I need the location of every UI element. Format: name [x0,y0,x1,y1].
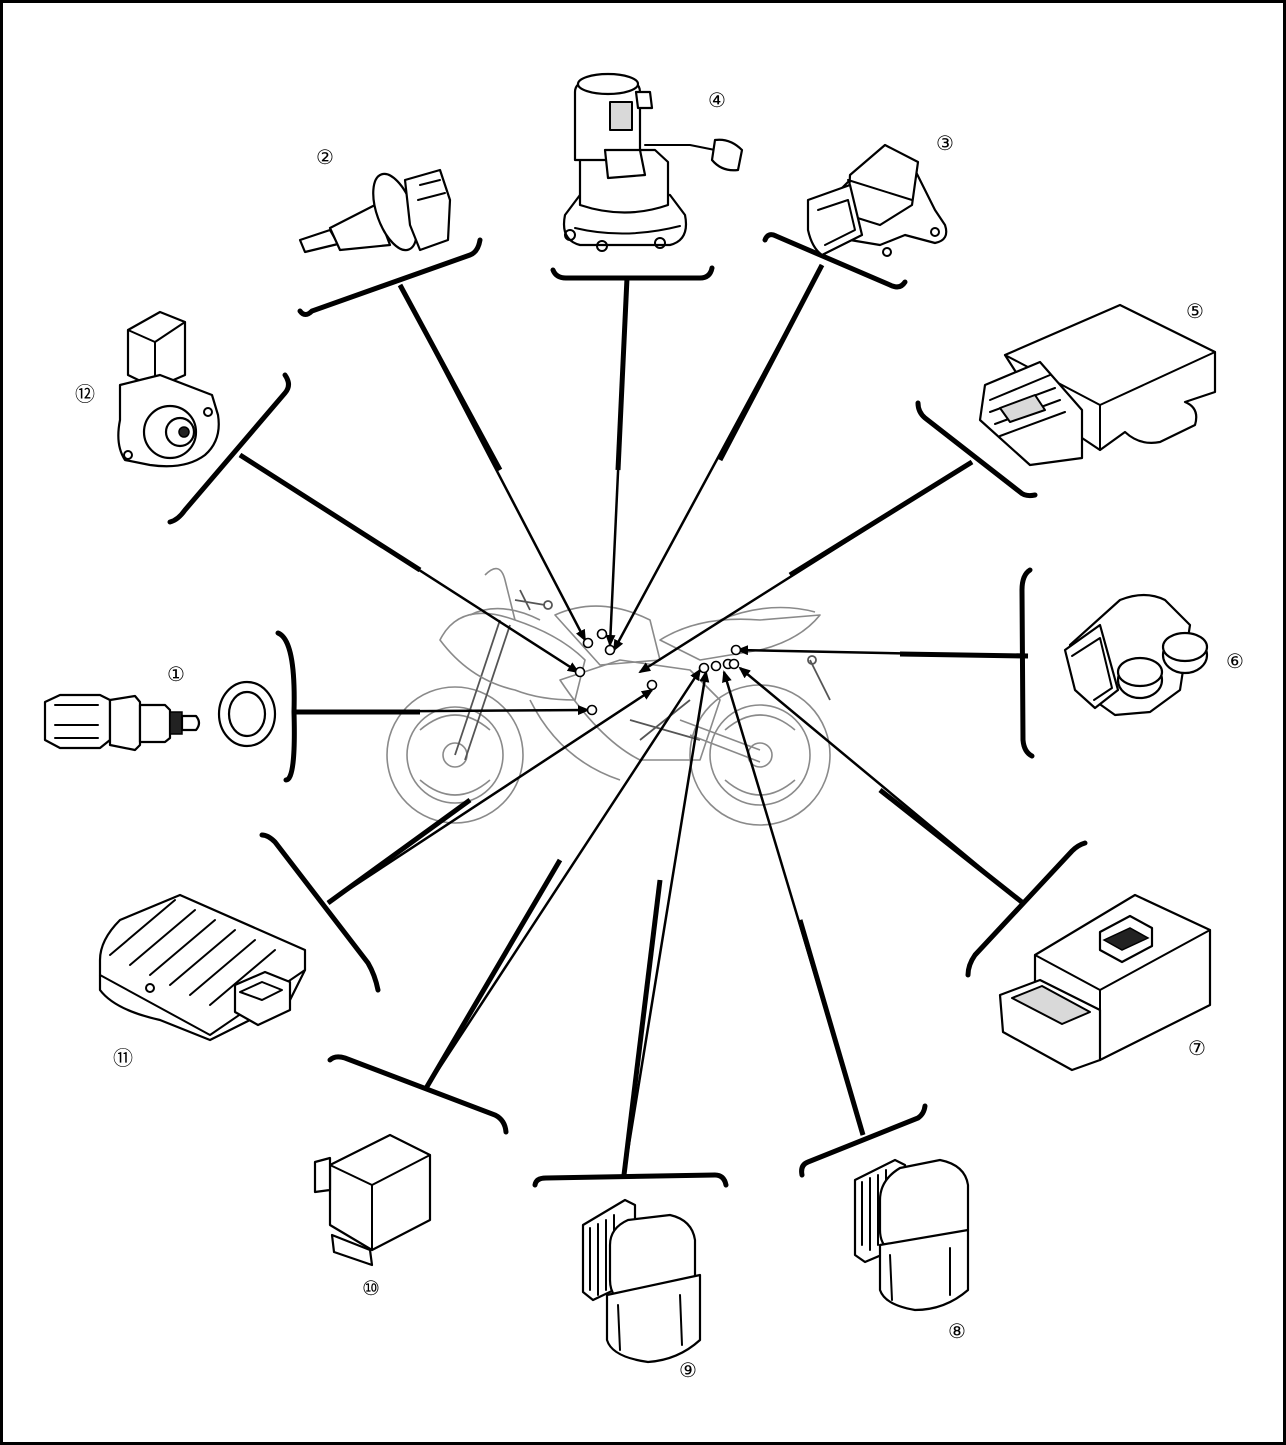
component-11-regulator [100,895,305,1040]
component-2-sensor [300,168,450,255]
component-3-pressure-sensor [808,145,946,256]
label-part-3: ③ [936,131,954,155]
label-part-10: ⑩ [362,1276,380,1300]
label-part-7: ⑦ [1188,1036,1206,1060]
component-5-ecu [980,305,1215,465]
component-10-relay [315,1135,430,1265]
label-part-2: ② [316,145,334,169]
component-1-temperature-sensor [45,682,275,750]
label-part-12: ⑫ [75,382,95,406]
component-9-relay [583,1200,700,1362]
label-part-11: ⑪ [113,1046,133,1070]
leader-lines [240,265,1028,1175]
label-part-6: ⑥ [1226,649,1244,673]
label-part-4: ④ [708,88,726,112]
component-6-relay-unit [1065,595,1207,715]
motorcycle-illustration [387,569,830,825]
component-7-control-box [1000,895,1210,1070]
label-part-9: ⑨ [679,1358,697,1382]
component-12-throttle-sensor [118,312,218,466]
label-part-8: ⑧ [948,1319,966,1343]
component-8-relay [855,1160,968,1310]
label-part-1: ① [167,662,185,686]
label-part-5: ⑤ [1186,299,1204,323]
